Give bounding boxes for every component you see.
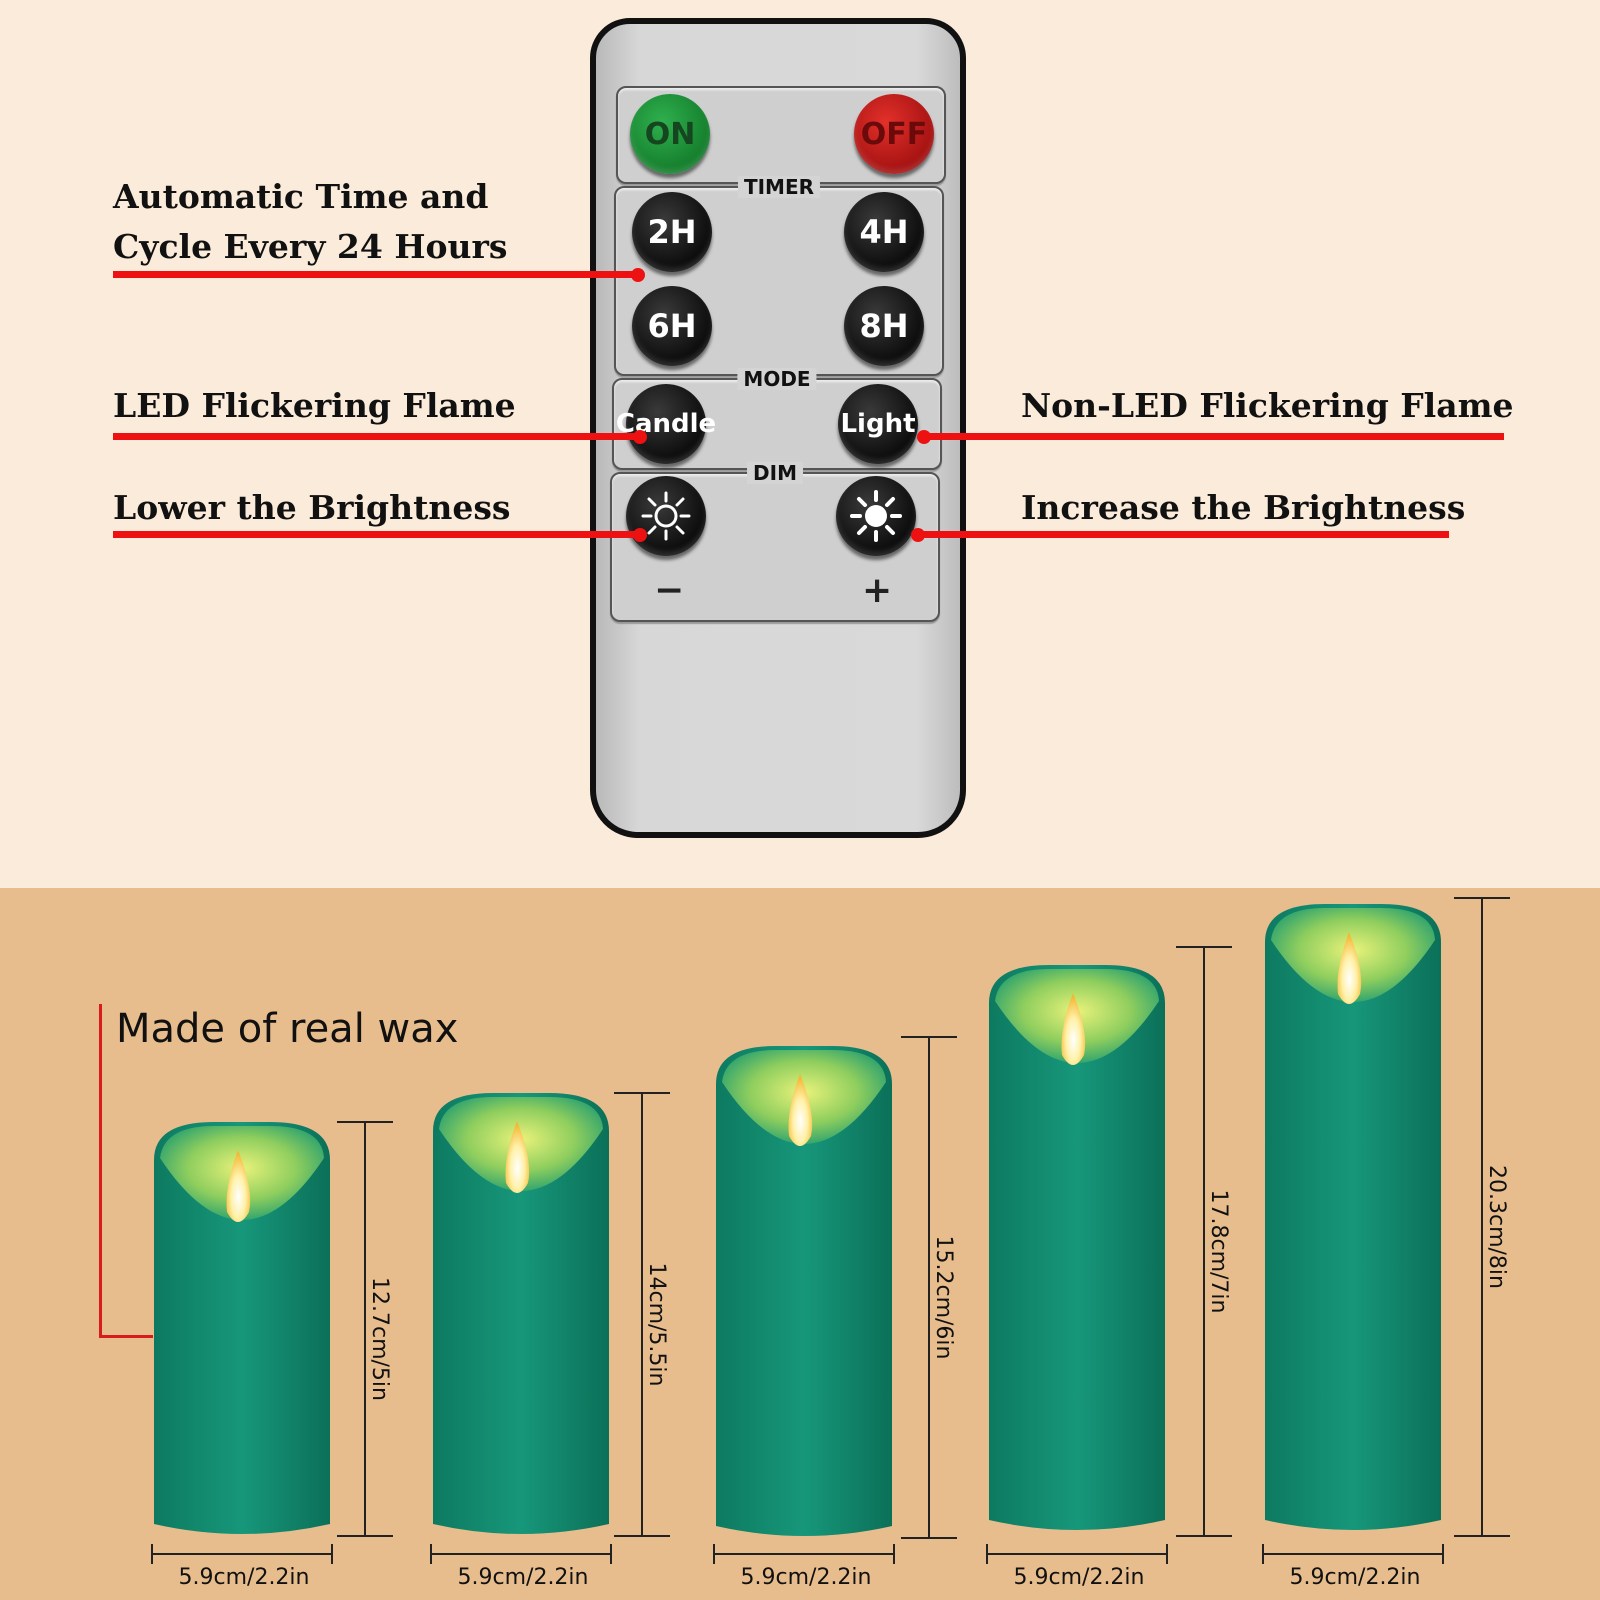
- led-flame-callout: LED Flickering Flame: [113, 386, 516, 425]
- candle-body: [716, 1046, 892, 1536]
- width-dimension: 5.9cm/2.2in: [986, 1544, 1168, 1590]
- width-label: 5.9cm/2.2in: [458, 1565, 589, 1590]
- real-wax-bracket-horizontal: [99, 1335, 153, 1338]
- dim-down-button[interactable]: [626, 476, 706, 556]
- width-label: 5.9cm/2.2in: [1290, 1565, 1421, 1590]
- remote-control: ON OFF TIMER 2H 4H 6H 8H MODE Candle Lig…: [590, 18, 966, 838]
- dim-title: DIM: [747, 462, 803, 484]
- flame-icon: [1337, 932, 1362, 1004]
- lower-brightness-line: [113, 531, 639, 538]
- candle-mode-button[interactable]: Candle: [616, 384, 716, 464]
- width-dimension: 5.9cm/2.2in: [430, 1544, 612, 1590]
- width-dimension: 5.9cm/2.2in: [713, 1544, 895, 1590]
- flame-icon: [1061, 993, 1086, 1065]
- candle-1: 12.7cm/5in 5.9cm/2.2in: [151, 1121, 393, 1590]
- timer-callout-line2: Cycle Every 24 Hours: [113, 227, 508, 266]
- flame-icon: [226, 1150, 251, 1222]
- power-panel: ON OFF: [616, 86, 946, 184]
- sun-filled-icon: [850, 490, 902, 542]
- increase-brightness-callout: Increase the Brightness: [1021, 488, 1466, 527]
- timer-panel: TIMER 2H 4H 6H 8H: [614, 176, 944, 376]
- height-dimension: 14cm/5.5in: [614, 1092, 670, 1537]
- width-label: 5.9cm/2.2in: [741, 1565, 872, 1590]
- timer-title: TIMER: [737, 176, 821, 198]
- flame-icon: [505, 1121, 530, 1193]
- non-led-flame-line: [920, 433, 1504, 440]
- timer-6h-button[interactable]: 6H: [632, 286, 712, 366]
- timer-4h-button[interactable]: 4H: [844, 192, 924, 272]
- width-label: 5.9cm/2.2in: [1014, 1565, 1145, 1590]
- lower-brightness-dot: [633, 528, 647, 542]
- height-dimension: 12.7cm/5in: [337, 1121, 393, 1537]
- off-button[interactable]: OFF: [854, 94, 934, 174]
- flame-icon: [788, 1074, 813, 1146]
- minus-sign: −: [654, 570, 685, 611]
- width-label: 5.9cm/2.2in: [179, 1565, 310, 1590]
- height-label: 12.7cm/5in: [367, 1277, 392, 1401]
- candle-5: 20.3cm/8in 5.9cm/2.2in: [1262, 897, 1510, 1590]
- width-dimension: 5.9cm/2.2in: [151, 1544, 333, 1590]
- increase-brightness-dot: [911, 528, 925, 542]
- real-wax-title: Made of real wax: [116, 1006, 459, 1052]
- led-flame-dot: [633, 430, 647, 444]
- dim-panel: DIM −: [610, 462, 940, 622]
- timer-callout-line1: Automatic Time and: [113, 177, 489, 216]
- lower-brightness-callout: Lower the Brightness: [113, 488, 511, 527]
- height-label: 14cm/5.5in: [644, 1263, 669, 1387]
- timer-callout-line: [113, 271, 637, 278]
- timer-callout-dot: [631, 268, 645, 282]
- sun-outline-icon: [641, 491, 691, 541]
- plus-sign: +: [862, 570, 893, 611]
- timer-2h-button[interactable]: 2H: [632, 192, 712, 272]
- led-flame-line: [113, 433, 639, 440]
- height-dimension: 15.2cm/6in: [901, 1036, 957, 1539]
- light-mode-button[interactable]: Light: [838, 384, 918, 464]
- candle-3: 15.2cm/6in 5.9cm/2.2in: [713, 1036, 957, 1590]
- candle-body: [989, 965, 1165, 1530]
- mode-title: MODE: [737, 368, 817, 390]
- increase-brightness-line: [915, 531, 1449, 538]
- candle-4: 17.8cm/7in 5.9cm/2.2in: [986, 946, 1232, 1590]
- height-label: 15.2cm/6in: [931, 1236, 956, 1360]
- mode-panel: MODE Candle Light: [612, 368, 942, 470]
- on-button[interactable]: ON: [630, 94, 710, 174]
- candle-body: [433, 1093, 609, 1534]
- height-dimension: 20.3cm/8in: [1454, 897, 1510, 1537]
- width-dimension: 5.9cm/2.2in: [1262, 1544, 1444, 1590]
- timer-8h-button[interactable]: 8H: [844, 286, 924, 366]
- real-wax-bracket-vertical: [99, 1004, 102, 1338]
- candle-body: [154, 1122, 330, 1534]
- dim-up-button[interactable]: [836, 476, 916, 556]
- height-label: 17.8cm/7in: [1206, 1190, 1231, 1314]
- height-label: 20.3cm/8in: [1484, 1165, 1509, 1289]
- height-dimension: 17.8cm/7in: [1176, 946, 1232, 1537]
- candle-2: 14cm/5.5in 5.9cm/2.2in: [430, 1092, 670, 1590]
- non-led-flame-callout: Non-LED Flickering Flame: [1021, 386, 1514, 425]
- candle-body: [1265, 904, 1441, 1530]
- non-led-flame-dot: [917, 430, 931, 444]
